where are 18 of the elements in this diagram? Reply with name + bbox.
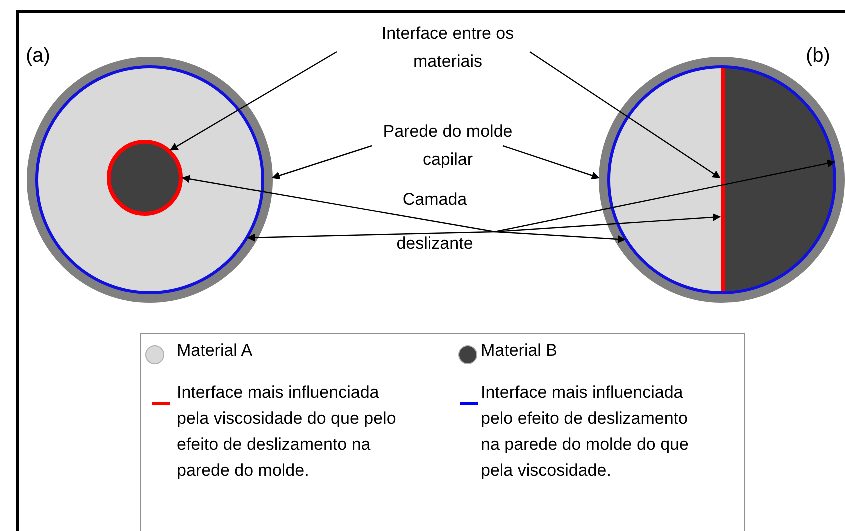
legend-text: Material A bbox=[177, 340, 254, 362]
leader-arrow bbox=[494, 231, 626, 244]
callout-label: Interface entre os materiais bbox=[368, 20, 528, 76]
interface-ring bbox=[107, 140, 183, 216]
leader-arrow bbox=[247, 231, 496, 242]
panel-label: (a) bbox=[26, 44, 50, 69]
leader-arrow bbox=[502, 145, 600, 180]
panel-label: (b) bbox=[806, 44, 830, 69]
callout-label: Camada deslizante bbox=[385, 178, 485, 266]
callout-label: Parede do molde capilar bbox=[378, 118, 518, 174]
leader-arrow bbox=[182, 175, 496, 233]
leader-arrow bbox=[530, 52, 721, 179]
leader-arrow bbox=[170, 51, 338, 151]
legend-text: Interface mais influenciada pelo efeito de deslizamento na parede do molde do que pela viscosidade. bbox=[481, 382, 690, 482]
legend-text: Material B bbox=[481, 340, 559, 362]
legend-text: Interface mais influenciada pela viscosidade do que pelo efeito de deslizamento na parede do molde. bbox=[177, 382, 398, 482]
leader-arrow bbox=[272, 145, 372, 180]
leader-arrow bbox=[494, 160, 836, 233]
